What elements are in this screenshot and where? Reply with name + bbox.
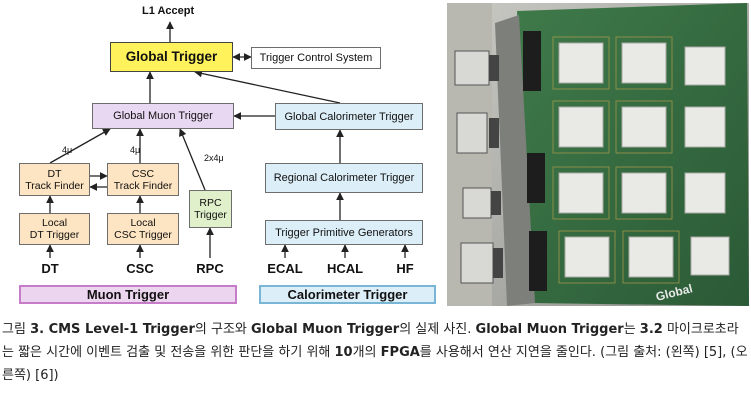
caption-bold-4: 3.2 <box>639 322 663 337</box>
source-csc: CSC <box>126 261 154 276</box>
global-trigger-box: Global Trigger <box>110 42 233 72</box>
global-muon-trigger-box: Global Muon Trigger <box>92 103 234 129</box>
rpc-trigger-line1: RPC <box>199 197 222 209</box>
local-dt-trigger-line2: DT Trigger <box>29 229 80 241</box>
calorimeter-trigger-band: Calorimeter Trigger <box>259 285 436 304</box>
caption-bold-1: 3. CMS Level-1 Trigger <box>30 322 195 337</box>
l1-accept-label: L1 Accept <box>142 5 195 17</box>
gmt-board-illustration: Global <box>447 3 749 306</box>
caption-bold-2: Global Muon Trigger <box>251 322 400 337</box>
source-hf: HF <box>396 261 414 276</box>
rpc-trigger-line2: Trigger <box>194 209 227 221</box>
dt-track-finder-box: DT Track Finder <box>19 163 90 196</box>
caption-part-2: 의 구조와 <box>194 322 252 337</box>
trigger-control-system-box: Trigger Control System <box>251 47 381 69</box>
dt-track-finder-line1: DT <box>47 167 62 180</box>
caption-bold-5: 10 <box>334 345 353 360</box>
local-dt-trigger-line1: Local <box>41 217 68 229</box>
caption-part-1: 그림 <box>2 322 31 337</box>
local-csc-trigger-line2: CSC Trigger <box>114 229 172 241</box>
csc-track-finder-box: CSC Track Finder <box>107 163 179 196</box>
caption-bold-6: FPGA <box>380 345 420 360</box>
csc-track-finder-line1: CSC <box>131 167 155 180</box>
rpc-trigger-box: RPC Trigger <box>189 190 232 228</box>
global-muon-trigger-photo: Global <box>447 3 749 306</box>
caption-part-4: 는 <box>623 322 640 337</box>
source-dt: DT <box>41 261 59 276</box>
local-csc-trigger-box: Local CSC Trigger <box>107 213 179 245</box>
caption-part-5: 마이크로초라는 짧은 시간에 이벤트 검출 및 전송을 위한 판단을 하기 위해 <box>2 322 739 360</box>
rpc-multiplicity-label: 2x4μ <box>204 153 224 163</box>
caption-part-3: 의 실제 사진. <box>399 322 476 337</box>
cms-trigger-diagram: L1 Accept Global Trigger Trigger Control… <box>0 0 440 310</box>
regional-calorimeter-trigger-box: Regional Calorimeter Trigger <box>265 163 423 193</box>
csc-multiplicity-label: 4μ <box>130 145 141 155</box>
source-hcal: HCAL <box>326 261 364 276</box>
source-rpc: RPC <box>196 261 224 276</box>
caption-bold-3: Global Muon Trigger <box>475 322 624 337</box>
local-csc-trigger-line1: Local <box>130 217 156 229</box>
dt-multiplicity-label: 4μ <box>62 145 73 155</box>
muon-trigger-band: Muon Trigger <box>19 285 237 304</box>
caption-part-6: 개의 <box>352 345 381 360</box>
global-calorimeter-trigger-box: Global Calorimeter Trigger <box>275 103 423 130</box>
caption-part-7: 를 사용해서 연산 지연을 줄인다. (그림 출처: (왼쪽) [5], (오른… <box>2 345 748 383</box>
local-dt-trigger-box: Local DT Trigger <box>19 213 90 245</box>
figure-caption: 그림 3. CMS Level-1 Trigger의 구조와 Global Mu… <box>2 318 749 387</box>
dt-track-finder-line2: Track Finder <box>25 179 84 192</box>
csc-track-finder-line2: Track Finder <box>113 179 173 192</box>
source-ecal: ECAL <box>267 261 303 276</box>
trigger-primitive-generators-box: Trigger Primitive Generators <box>265 220 423 245</box>
diagram-arrows <box>46 21 409 258</box>
